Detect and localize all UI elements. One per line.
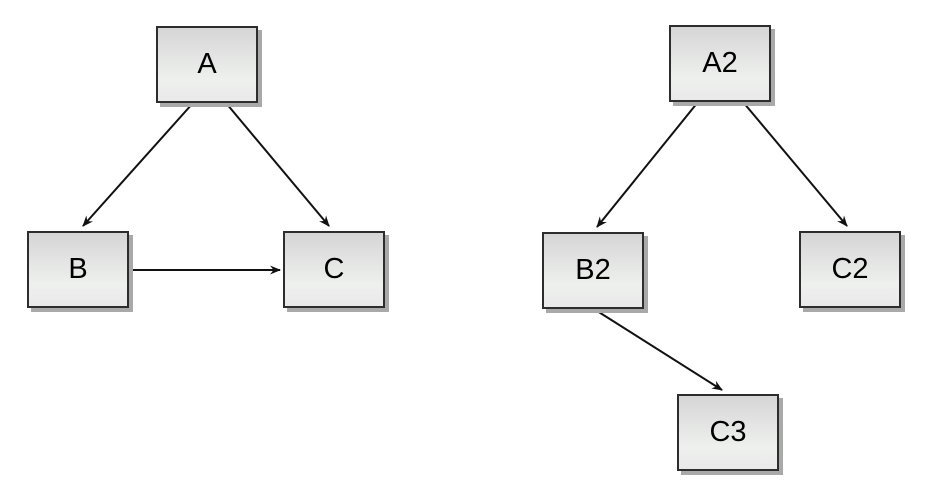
edge-A-C <box>225 102 330 227</box>
node-A2[interactable]: A2 <box>669 25 771 102</box>
node-A-label: A <box>197 48 217 80</box>
edge-A-B <box>82 102 194 227</box>
node-C2[interactable]: C2 <box>799 231 901 308</box>
edge-B2-C3 <box>593 308 723 391</box>
node-C3-label: C3 <box>709 416 747 448</box>
node-B2[interactable]: B2 <box>542 232 644 309</box>
node-B-label: B <box>68 253 88 285</box>
node-C-label: C <box>323 253 345 285</box>
node-C2-label: C2 <box>831 253 869 285</box>
node-B[interactable]: B <box>27 231 129 308</box>
edge-A2-B2 <box>596 101 699 228</box>
node-C3[interactable]: C3 <box>677 394 779 471</box>
edge-A2-C2 <box>742 101 848 227</box>
node-A2-label: A2 <box>702 47 738 79</box>
node-C[interactable]: C <box>283 231 385 308</box>
node-A[interactable]: A <box>156 26 258 103</box>
node-B2-label: B2 <box>575 254 611 286</box>
